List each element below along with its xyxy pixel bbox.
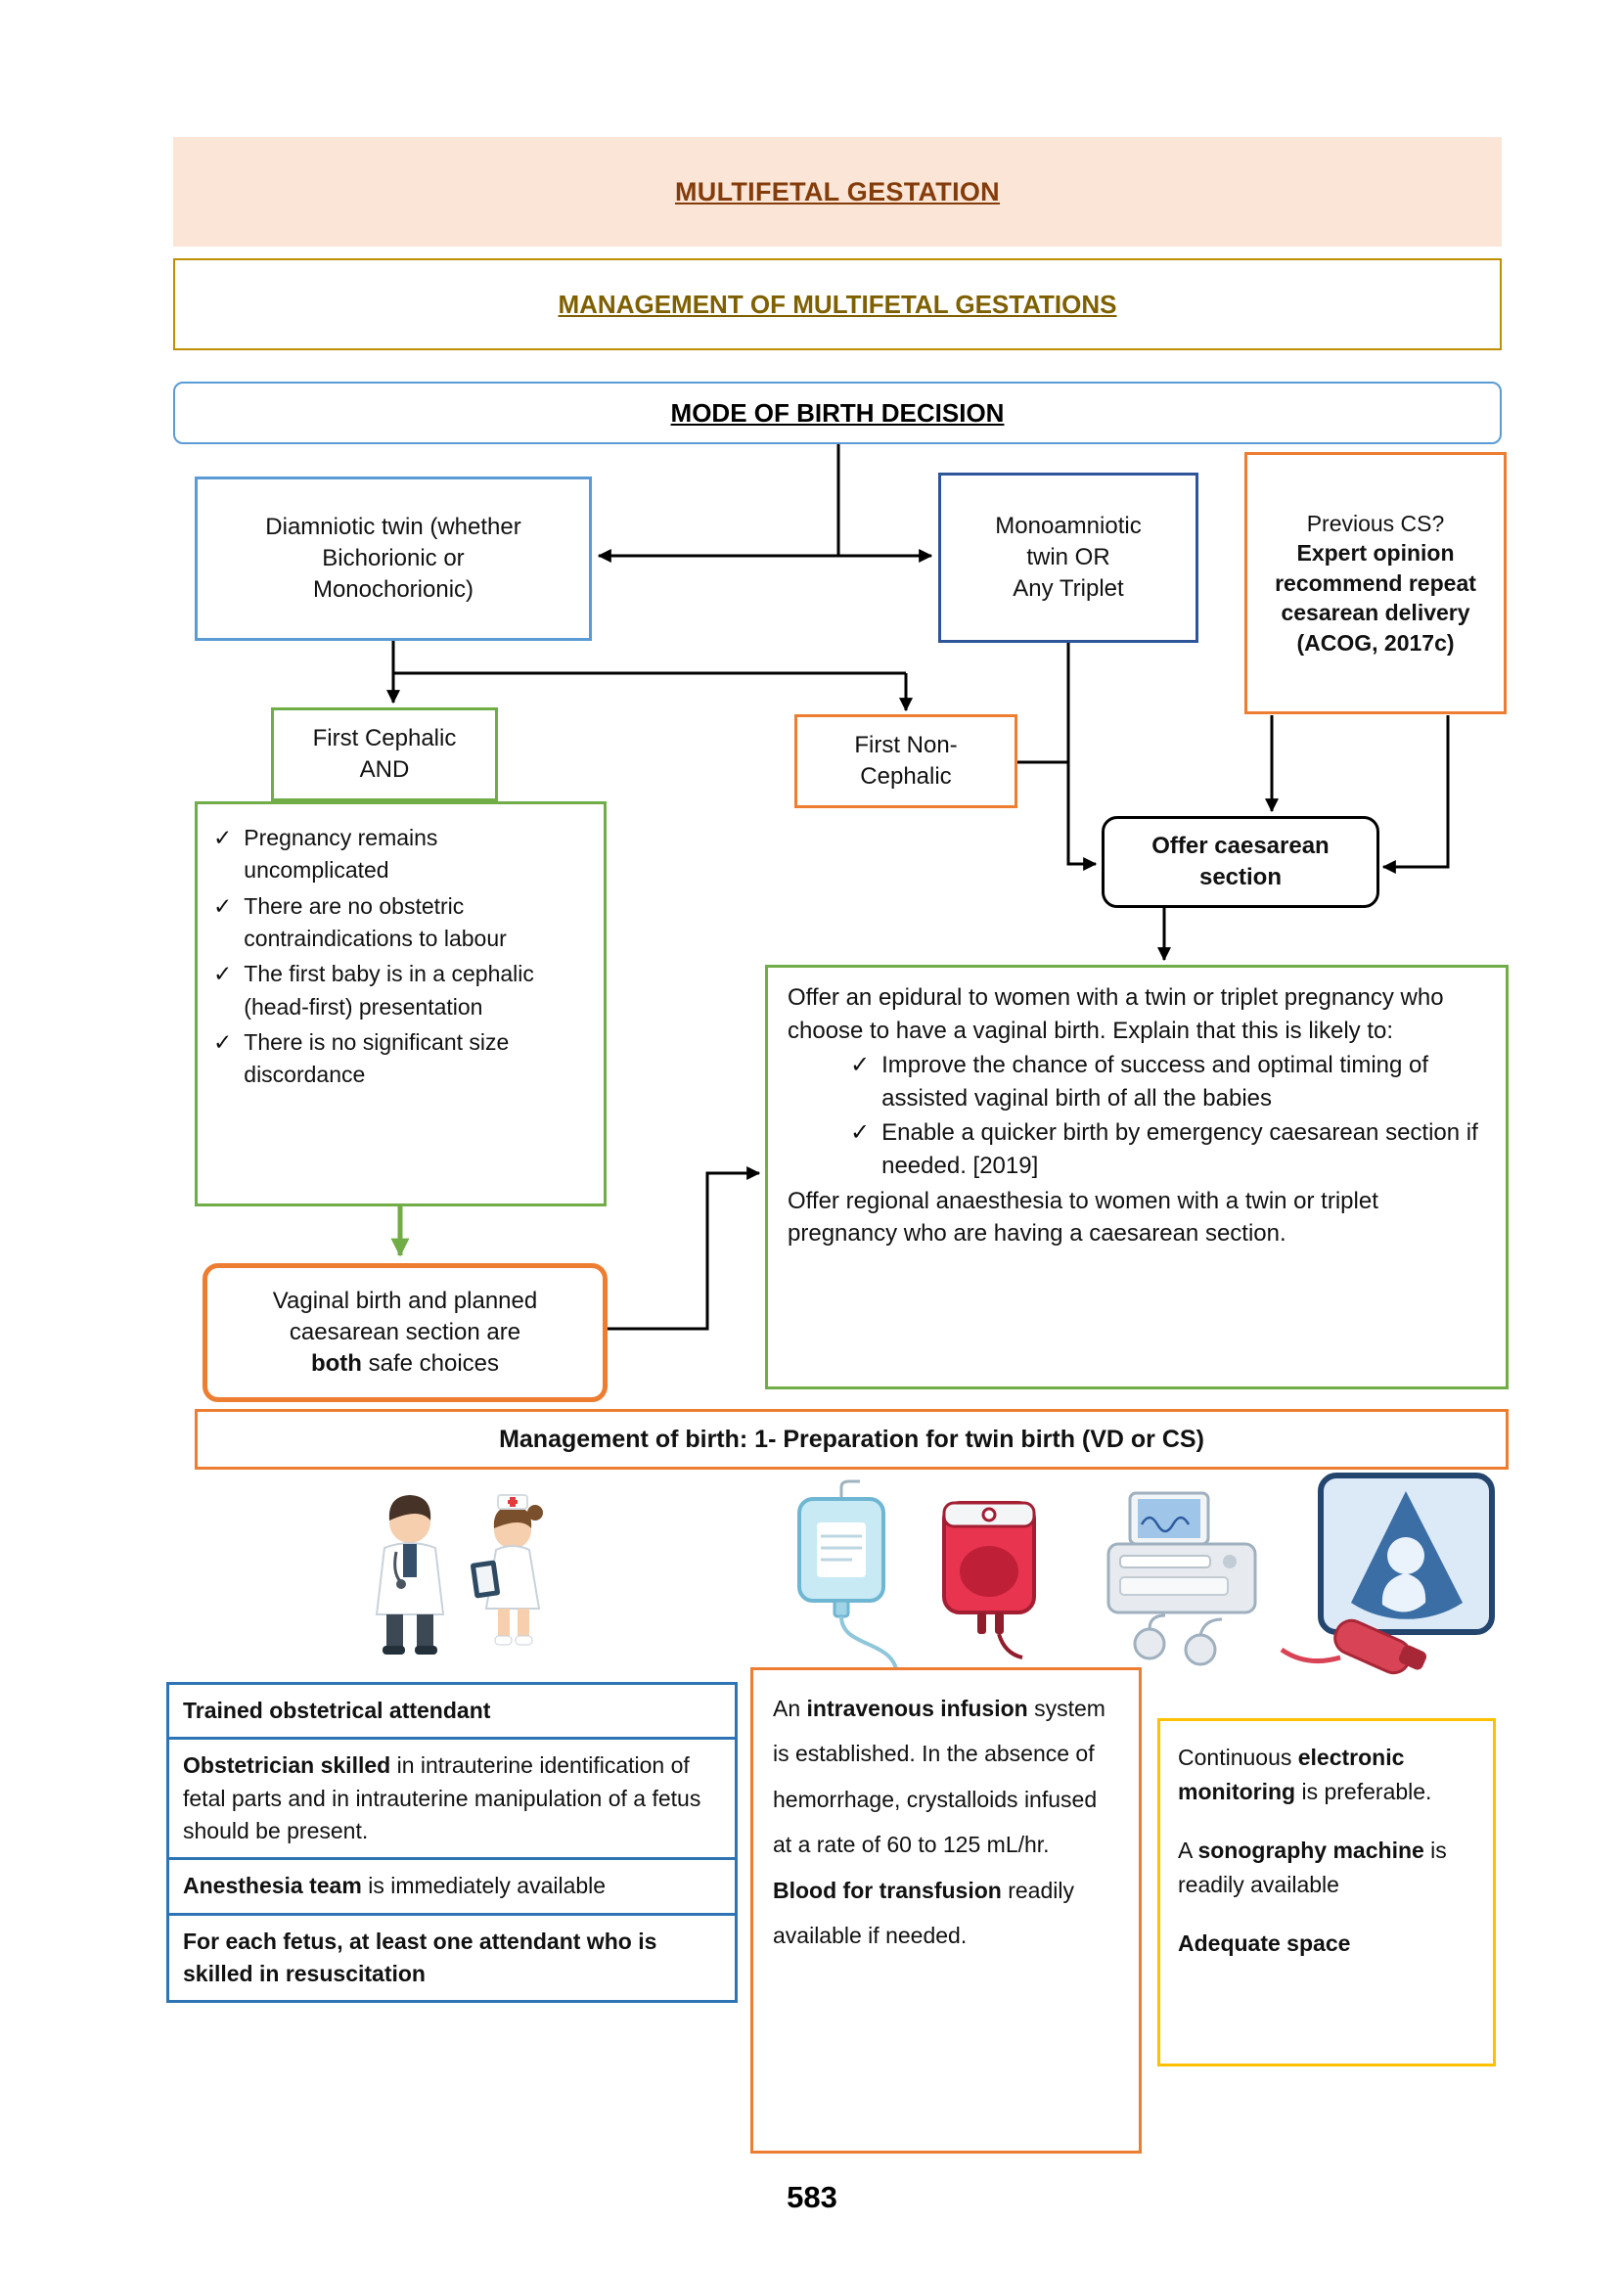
epidural-outro: Offer regional anaesthesia to women with…: [788, 1187, 1378, 1248]
first-non-cephalic-text: First Non-Cephalic: [854, 732, 958, 790]
attendant-row-text: Anesthesia team is immediately available: [183, 1873, 607, 1899]
attendant-row: Obstetrician skilled in intrauterine ide…: [169, 1740, 735, 1861]
epidural-item: ✓ Improve the chance of success and opti…: [850, 1049, 1486, 1114]
subtitle-banner: MANAGEMENT OF MULTIFETAL GESTATIONS: [173, 258, 1502, 350]
check-icon: ✓: [213, 1029, 233, 1056]
criteria-item: ✓ Pregnancy remains uncomplicated: [213, 822, 588, 887]
check-icon: ✓: [850, 1119, 871, 1147]
subtitle-text: MANAGEMENT OF MULTIFETAL GESTATIONS: [558, 289, 1117, 319]
iv-bag-icon: [797, 1479, 899, 1676]
management-banner-text: Management of birth: 1- Preparation for …: [499, 1425, 1204, 1453]
epidural-item: ✓ Enable a quicker birth by emergency ca…: [850, 1116, 1486, 1182]
page-title-banner: MULTIFETAL GESTATION: [173, 137, 1502, 247]
criteria-text: There is no significant size discordance: [244, 1029, 510, 1088]
previous-cs-box: Previous CS?Expert opinion recommend rep…: [1244, 452, 1507, 714]
mode-of-birth-banner: MODE OF BIRTH DECISION: [173, 382, 1502, 444]
check-icon: ✓: [213, 892, 233, 919]
iv-paragraph: An intravenous infusion system is establ…: [773, 1696, 1105, 1858]
doctor-figure: [375, 1495, 445, 1655]
epidural-item-text: Improve the chance of success and optima…: [881, 1052, 1429, 1112]
connector-both-safe-to-epidural: [607, 1166, 761, 1331]
criteria-item: ✓ There are no obstetric contraindicatio…: [213, 890, 588, 956]
criteria-text: There are no obstetric contraindications…: [244, 892, 507, 952]
attendant-row-text: Obstetrician skilled in intrauterine ide…: [183, 1752, 701, 1844]
connector-previous-cs-side: [1381, 715, 1450, 874]
monitoring-paragraph: Adequate space: [1178, 1930, 1351, 1956]
check-icon: ✓: [850, 1052, 871, 1079]
attendant-row-text: For each fetus, at least one attendant w…: [183, 1928, 657, 1987]
nurse-figure: [471, 1494, 543, 1646]
attendant-row-text: Trained obstetrical attendant: [183, 1698, 491, 1723]
criteria-text: Pregnancy remains uncomplicated: [244, 825, 438, 884]
ultrasound-probe-icon: [1280, 1618, 1427, 1675]
monitoring-paragraph: A sonography machine is readily availabl…: [1178, 1838, 1447, 1897]
ultrasound-image-icon: [1318, 1473, 1495, 1635]
mode-of-birth-title: MODE OF BIRTH DECISION: [670, 397, 1005, 428]
attendant-row: Anesthesia team is immediately available: [169, 1860, 735, 1916]
epidural-intro: Offer an epidural to women with a twin o…: [788, 984, 1444, 1044]
criteria-text: The first baby is in a cephalic (head-fi…: [244, 961, 534, 1020]
criteria-box: ✓ Pregnancy remains uncomplicated ✓ Ther…: [195, 801, 607, 1206]
management-banner: Management of birth: 1- Preparation for …: [195, 1409, 1509, 1470]
criteria-item: ✓ The first baby is in a cephalic (head-…: [213, 958, 588, 1023]
page-number: 583: [787, 2180, 837, 2214]
check-icon: ✓: [213, 825, 233, 850]
first-non-cephalic-box: First Non-Cephalic: [794, 714, 1017, 808]
previous-cs-text: Previous CS?Expert opinion recommend rep…: [1275, 511, 1476, 656]
medical-team-illustration: [375, 1494, 543, 1655]
criteria-item: ✓ There is no significant size discordan…: [213, 1026, 588, 1092]
attendant-row: For each fetus, at least one attendant w…: [169, 1916, 735, 2001]
check-icon: ✓: [213, 961, 233, 987]
connector-monoamniotic-to-offer-cs: [1066, 643, 1098, 871]
iv-and-blood-illustration: [797, 1479, 1036, 1676]
iv-paragraph: Blood for transfusion readily available …: [773, 1877, 1074, 1949]
blood-bag-icon: [942, 1501, 1036, 1659]
monitoring-box: Continuous electronic monitoring is pref…: [1157, 1718, 1496, 2066]
epidural-item-text: Enable a quicker birth by emergency caes…: [881, 1119, 1478, 1179]
fetal-monitor-icon: [1106, 1491, 1257, 1666]
attendant-box: Trained obstetrical attendant Obstetrici…: [166, 1682, 738, 2004]
monitoring-equipment-illustration: [1106, 1473, 1495, 1675]
page-title: MULTIFETAL GESTATION: [675, 176, 1000, 206]
epidural-box: Offer an epidural to women with a twin o…: [765, 965, 1509, 1389]
iv-infusion-box: An intravenous infusion system is establ…: [750, 1667, 1142, 2154]
attendant-row: Trained obstetrical attendant: [169, 1685, 735, 1741]
monitoring-paragraph: Continuous electronic monitoring is pref…: [1178, 1745, 1432, 1804]
